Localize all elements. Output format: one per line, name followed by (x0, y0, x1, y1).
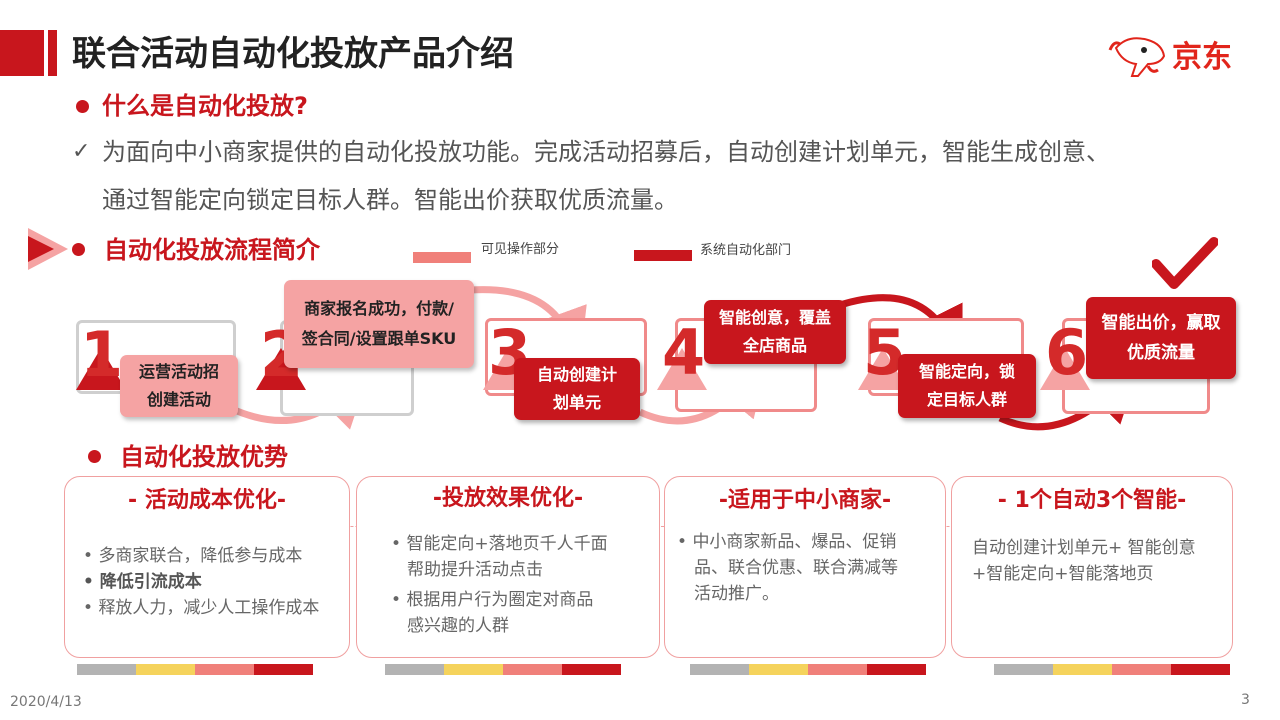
step-2-line2: 签合同/设置跟单SKU (301, 329, 457, 348)
title-accent-bar (0, 30, 44, 76)
step-2-triangle (256, 348, 306, 390)
advantage-item: • 根据用户行为圈定对商品 (391, 590, 594, 610)
bullet-dot (76, 100, 89, 113)
advantage-item: +智能定向+智能落地页 (972, 564, 1154, 584)
step-5-line2: 定目标人群 (926, 390, 1007, 409)
step-3-line1: 自动创建计 (536, 365, 617, 384)
logo-text: 京东 (1172, 40, 1232, 75)
title-accent-bar-thin (48, 30, 57, 76)
step-4-line2: 全店商品 (742, 336, 807, 355)
color-strip-3 (690, 660, 926, 679)
section-heading-what: 什么是自动化投放? (102, 92, 308, 120)
advantage-item: • 智能定向+落地页千人千面 (391, 534, 608, 554)
legend-swatch-visible (413, 252, 471, 263)
checkmark-icon (1152, 237, 1218, 289)
description-line-2: 通过智能定向锁定目标人群。智能出价获取优质流量。 (102, 186, 678, 214)
legend-swatch-auto (634, 250, 692, 261)
section-heading-advantages: 自动化投放优势 (120, 443, 288, 471)
advantage-card-4-title: - 1个自动3个智能- (997, 488, 1187, 513)
step-6-number: 6 (1045, 316, 1089, 389)
step-2-card: 商家报名成功，付款/ 签合同/设置跟单SKU (284, 280, 474, 368)
step-6-triangle (1040, 348, 1090, 390)
step-6-card: 智能出价，赢取 优质流量 (1086, 297, 1236, 379)
footer-date: 2020/4/13 (10, 694, 82, 710)
step-6-line2: 优质流量 (1127, 343, 1195, 363)
jd-dog-logo-icon (1108, 37, 1166, 77)
step-1-line2: 创建活动 (146, 390, 211, 409)
description-line-1: 为面向中小商家提供的自动化投放功能。完成活动招募后，自动创建计划单元，智能生成创… (102, 138, 1110, 166)
legend-label-visible: 可见操作部分 (481, 242, 560, 257)
step-3-line2: 划单元 (552, 393, 601, 412)
step-1-card: 运营活动招 创建活动 (120, 355, 238, 417)
bullet-dot (88, 450, 101, 463)
step-6-line1: 智能出价，赢取 (1101, 313, 1221, 333)
legend-label-auto: 系统自动化部门 (700, 243, 792, 258)
step-4-triangle (657, 348, 707, 390)
step-1-line1: 运营活动招 (138, 362, 219, 381)
step-3-card: 自动创建计 划单元 (514, 358, 640, 420)
advantage-item: 自动创建计划单元+ 智能创意 (972, 538, 1196, 558)
bullet-dot (72, 243, 85, 256)
step-5-triangle (858, 348, 908, 390)
advantage-item: • 释放人力，减少人工操作成本 (83, 598, 320, 618)
color-strip-1 (77, 660, 313, 679)
check-icon: ✓ (72, 139, 91, 164)
page-title: 联合活动自动化投放产品介绍 (72, 34, 514, 74)
advantage-item: 感兴趣的人群 (407, 616, 509, 636)
advantage-card-2-title: -投放效果优化- (432, 486, 584, 511)
step-1-number: 1 (80, 318, 124, 391)
advantage-item: • 中小商家新品、爆品、促销 (677, 532, 897, 552)
advantage-card-3-title: -适用于中小商家- (718, 488, 892, 513)
advantage-card-1: - 活动成本优化- • 多商家联合，降低参与成本 • 降低引流成本 • 释放人力… (64, 476, 350, 658)
advantage-card-1-title: - 活动成本优化- (128, 488, 286, 513)
section-heading-flow: 自动化投放流程简介 (104, 236, 320, 264)
color-strip-2 (385, 660, 621, 679)
step-5-line1: 智能定向，锁 (918, 362, 1015, 381)
advantage-card-2: -投放效果优化- • 智能定向+落地页千人千面 帮助提升活动点击 • 根据用户行… (356, 476, 660, 658)
step-5-card: 智能定向，锁 定目标人群 (898, 354, 1036, 418)
advantage-item: • 降低引流成本 (83, 572, 202, 592)
play-arrow-icon (28, 228, 68, 270)
advantage-item: • 多商家联合，降低参与成本 (83, 546, 303, 566)
advantage-item: 帮助提升活动点击 (407, 560, 543, 580)
advantage-card-4: - 1个自动3个智能- 自动创建计划单元+ 智能创意 +智能定向+智能落地页 (951, 476, 1233, 658)
color-strip-4 (994, 660, 1230, 679)
step-2-line1: 商家报名成功，付款/ (304, 299, 454, 318)
advantage-card-3: -适用于中小商家- • 中小商家新品、爆品、促销 品、联合优惠、联合满减等 活动… (664, 476, 946, 658)
advantage-item: 活动推广。 (694, 584, 779, 604)
advantage-item: 品、联合优惠、联合满减等 (694, 558, 898, 578)
step-4-line1: 智能创意，覆盖 (718, 308, 831, 327)
step-4-number: 4 (662, 316, 706, 389)
step-1-triangle (76, 348, 126, 390)
page-number: 3 (1241, 692, 1250, 708)
step-4-card: 智能创意，覆盖 全店商品 (704, 300, 846, 364)
